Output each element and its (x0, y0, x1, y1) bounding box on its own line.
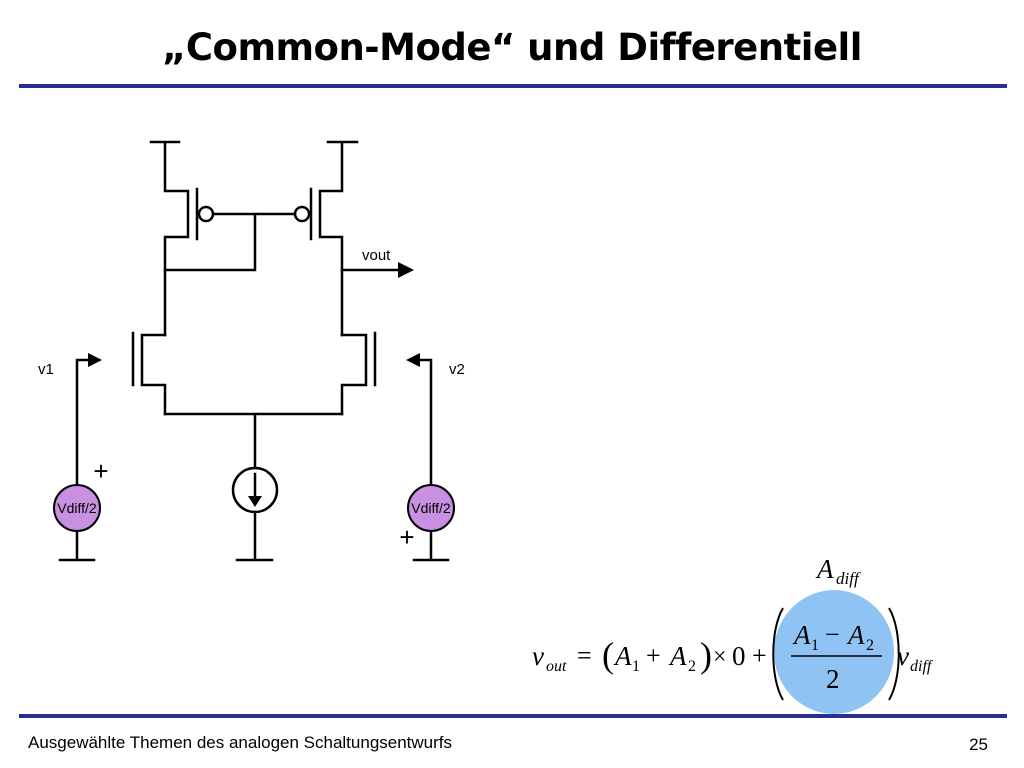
page-number: 25 (969, 735, 988, 754)
source-right (407, 484, 455, 532)
input-arrowhead-left (88, 353, 102, 367)
a1-subscript: 1 (632, 658, 640, 675)
input-wire-left (75, 358, 92, 490)
title-rule (19, 84, 1007, 88)
vout-subscript: out (546, 658, 567, 675)
supply-rail-right (318, 140, 359, 337)
adiff-highlight (774, 590, 894, 714)
zero-value: 0 (732, 641, 746, 671)
ground-right (412, 528, 450, 562)
vout-label: vout (362, 247, 391, 264)
adiff-symbol: A (815, 554, 834, 584)
times-sign: × (713, 644, 727, 670)
big-paren-left (772, 607, 784, 701)
frac-denominator: 2 (826, 664, 840, 694)
supply-rail-left (149, 140, 190, 272)
input-wire-right (416, 358, 433, 490)
vout-symbol: v (532, 641, 544, 671)
footer-text: Ausgewählte Themen des analogen Schaltun… (28, 733, 453, 752)
source-right-label: Vdiff/2 (411, 500, 451, 516)
nmos-left (131, 331, 167, 416)
frac-a2-subscript: 2 (866, 637, 874, 654)
source-left (53, 484, 101, 532)
frac-a1-subscript: 1 (811, 637, 819, 654)
paren-close: ) (700, 635, 712, 675)
output-arrowhead (398, 262, 414, 278)
ground-left (58, 528, 96, 562)
current-source (231, 466, 279, 514)
v1-label: v1 (38, 361, 54, 378)
equals-sign: = (577, 641, 592, 670)
input-arrowhead-right (406, 353, 420, 367)
vdiff-subscript: diff (910, 658, 934, 675)
tail-wire (163, 412, 344, 562)
polarity-right: + (399, 522, 414, 552)
footer-rule (19, 714, 1007, 718)
a2-symbol: A (668, 641, 687, 671)
current-arrowhead (248, 496, 262, 507)
v2-label: v2 (449, 361, 465, 378)
gate-connection (163, 212, 297, 337)
plus-sign: + (646, 641, 661, 670)
frac-a2-symbol: A (846, 620, 865, 650)
source-left-label: Vdiff/2 (57, 500, 97, 516)
big-paren-right (888, 607, 900, 701)
a2-subscript: 2 (688, 658, 696, 675)
slide-title: „Common-Mode“ und Differentiell (162, 26, 862, 69)
frac-a1-symbol: A (792, 620, 811, 650)
adiff-subscript: diff (836, 569, 861, 588)
a1-symbol: A (613, 641, 632, 671)
vdiff-symbol: v (897, 641, 909, 671)
minus-sign: − (825, 620, 840, 649)
nmos-right (340, 331, 377, 416)
polarity-left: + (93, 456, 108, 486)
paren-open: ( (602, 635, 614, 675)
plus-sign-2: + (752, 641, 767, 670)
